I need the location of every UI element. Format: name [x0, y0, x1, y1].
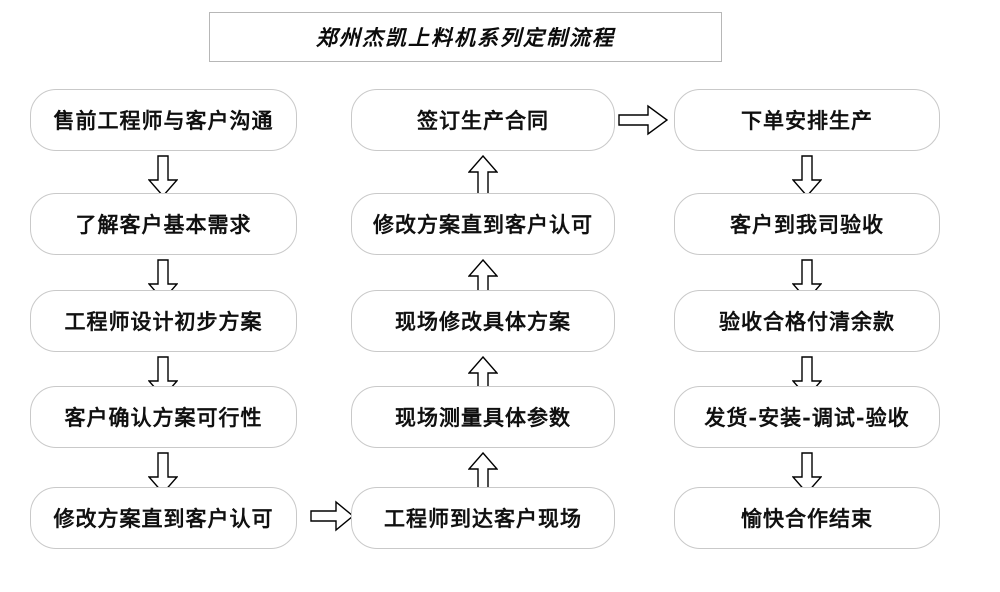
node-label: 现场修改具体方案 [395, 308, 571, 334]
arrow-right-middle-to-right [618, 104, 668, 136]
node-pre-sales-communication: 售前工程师与客户沟通 [30, 89, 297, 151]
node-revise-until-approved-middle: 修改方案直到客户认可 [351, 193, 615, 255]
node-label: 售前工程师与客户沟通 [53, 107, 274, 133]
node-label: 客户确认方案可行性 [64, 404, 263, 430]
node-label: 下单安排生产 [741, 107, 873, 133]
arrow-down-right-4 [792, 452, 822, 494]
node-engineer-arrives-on-site: 工程师到达客户现场 [351, 487, 615, 549]
diagram-title: 郑州杰凯上料机系列定制流程 [316, 25, 615, 50]
arrow-down-right-1 [792, 155, 822, 197]
node-label: 客户到我司验收 [730, 211, 884, 237]
node-customer-confirm-feasibility: 客户确认方案可行性 [30, 386, 297, 448]
node-label: 修改方案直到客户认可 [373, 211, 593, 237]
node-on-site-revise-plan: 现场修改具体方案 [351, 290, 615, 352]
node-pay-balance-after-acceptance: 验收合格付清余款 [674, 290, 940, 352]
diagram-title-box: 郑州杰凯上料机系列定制流程 [209, 12, 722, 62]
node-label: 了解客户基本需求 [75, 211, 252, 237]
node-engineer-initial-plan: 工程师设计初步方案 [30, 290, 297, 352]
node-happy-cooperation-end: 愉快合作结束 [674, 487, 940, 549]
node-understand-basic-needs: 了解客户基本需求 [30, 193, 297, 255]
node-label: 验收合格付清余款 [719, 308, 895, 334]
arrow-down-left-1 [148, 155, 178, 197]
node-sign-production-contract: 签订生产合同 [351, 89, 615, 151]
node-label: 愉快合作结束 [741, 505, 873, 531]
node-label: 签订生产合同 [417, 107, 549, 133]
node-label: 现场测量具体参数 [395, 404, 571, 430]
arrow-up-middle-4 [468, 155, 498, 197]
arrow-down-left-4 [148, 452, 178, 494]
node-place-order-schedule-production: 下单安排生产 [674, 89, 940, 151]
node-label: 修改方案直到客户认可 [53, 505, 274, 531]
node-ship-install-debug-accept: 发货-安装-调试-验收 [674, 386, 940, 448]
arrow-right-left-to-middle [310, 500, 354, 532]
node-label: 工程师设计初步方案 [64, 308, 263, 334]
node-revise-until-approved-left: 修改方案直到客户认可 [30, 487, 297, 549]
node-on-site-measure-params: 现场测量具体参数 [351, 386, 615, 448]
node-label: 发货-安装-调试-验收 [704, 404, 910, 430]
node-customer-inspection-at-factory: 客户到我司验收 [674, 193, 940, 255]
node-label: 工程师到达客户现场 [384, 505, 582, 531]
